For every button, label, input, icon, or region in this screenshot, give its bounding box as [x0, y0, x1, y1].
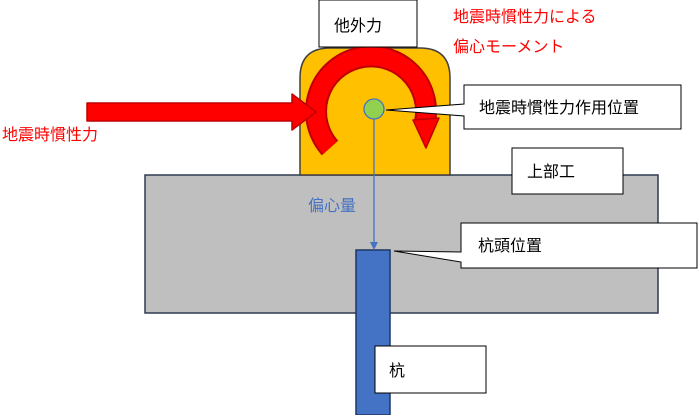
- superstructure-label: 上部工: [527, 162, 575, 181]
- other-force-label: 他外力: [334, 16, 382, 35]
- seismic-force-arrow: [86, 93, 317, 131]
- pile-head-callout: [393, 222, 698, 269]
- seismic-force-label: 地震時慣性力: [2, 125, 98, 144]
- pile-callout: [374, 345, 487, 394]
- moment-label-line1: 地震時慣性力による: [453, 7, 597, 26]
- pile-head-label: 杭頭位置: [478, 236, 542, 255]
- action-point-callout: [385, 84, 682, 130]
- pile-label: 杭: [389, 361, 405, 380]
- other-force-callout: [318, 0, 418, 48]
- moment-arrow: [305, 45, 440, 156]
- action-point: [363, 98, 385, 120]
- eccentricity-label: 偏心量: [308, 196, 356, 215]
- superstructure-callout: [511, 147, 624, 195]
- action-point-label: 地震時慣性力作用位置: [479, 98, 639, 117]
- moment-label-line2: 偏心モーメント: [453, 37, 564, 56]
